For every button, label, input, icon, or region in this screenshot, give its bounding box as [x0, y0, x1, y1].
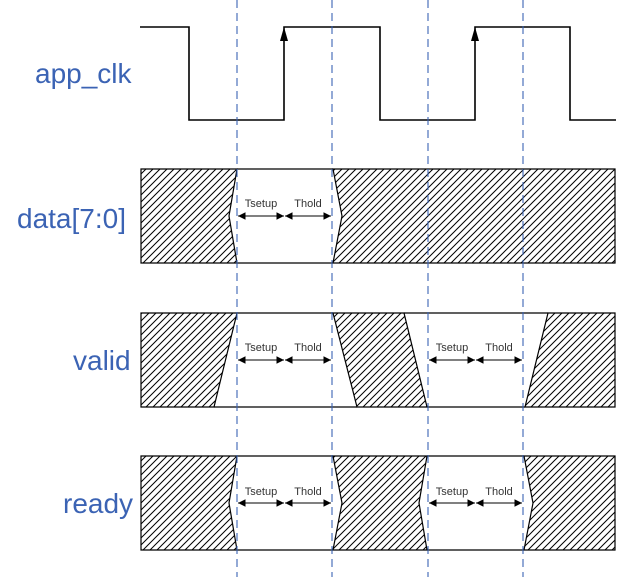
data-waveform	[140, 168, 616, 264]
timing-arrows	[238, 212, 522, 507]
hatched-region	[524, 312, 616, 408]
ready-waveform	[140, 455, 616, 551]
thold-label: Thold	[294, 342, 322, 354]
hatched-region	[332, 455, 428, 551]
hatched-region	[332, 312, 428, 408]
label-valid: valid	[73, 345, 131, 376]
rising-edge-arrow-icon	[471, 27, 479, 41]
hatched-region	[332, 168, 616, 264]
hatched-region	[140, 312, 238, 408]
hatched-region	[140, 455, 238, 551]
rising-edge-arrow-icon	[280, 27, 288, 41]
hatched-region	[140, 168, 238, 264]
valid-waveform	[140, 312, 616, 408]
thold-label: Thold	[485, 486, 513, 498]
thold-label: Thold	[485, 342, 513, 354]
guide-lines	[236, 0, 524, 577]
tsetup-label: Tsetup	[245, 486, 277, 498]
thold-label: Thold	[294, 198, 322, 210]
label-data: data[7:0]	[17, 203, 126, 234]
hatched-region	[523, 455, 616, 551]
tsetup-label: Tsetup	[436, 486, 468, 498]
label-ready: ready	[63, 488, 133, 519]
thold-label: Thold	[294, 486, 322, 498]
tsetup-label: Tsetup	[245, 198, 277, 210]
tsetup-label: Tsetup	[436, 342, 468, 354]
tsetup-label: Tsetup	[245, 342, 277, 354]
clock-signal	[140, 26, 616, 121]
app-clk-waveform	[140, 26, 616, 121]
timing-labels: Tsetup Thold Tsetup Thold Tsetup Thold T…	[245, 198, 513, 498]
label-app-clk: app_clk	[35, 58, 133, 89]
